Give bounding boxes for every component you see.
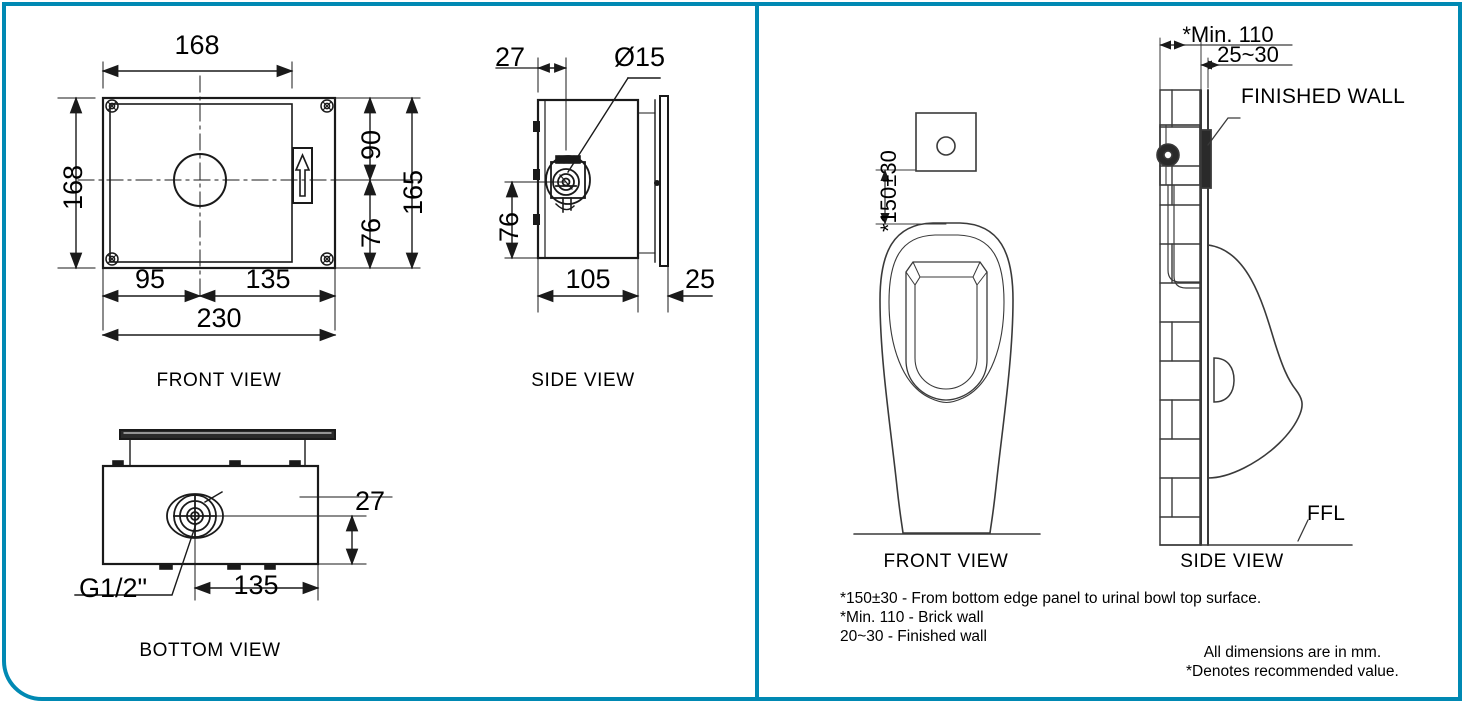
dim-label-front-bottom-right: 135 (245, 264, 291, 294)
dim-label-front-right-lower: 76 (356, 217, 386, 248)
leader-g-thread (74, 523, 197, 596)
dim-label-front-top-width: 168 (174, 30, 220, 60)
notes-block: *150±30 - From bottom edge panel to urin… (840, 589, 1261, 646)
front-view-extension-lines (57, 61, 421, 331)
footnotes-block: All dimensions are in mm. *Denotes recom… (1186, 643, 1399, 681)
bottom-view-body (101, 429, 336, 570)
dim-label-brick-wall: *Min. 110 (1182, 22, 1274, 47)
dim-label-side-plate-offset: 25 (684, 264, 716, 294)
view-label-side-left: SIDE VIEW (531, 370, 635, 391)
footnote-line: *Denotes recommended value. (1186, 663, 1399, 680)
dim-label-side-hole-diameter: Ø15 (614, 42, 666, 72)
dim-label-side-body-depth: 105 (565, 264, 611, 294)
dim-label-side-top-offset: 27 (494, 42, 526, 72)
dim-label-bottom-centre-to-edge: 135 (233, 570, 279, 600)
dim-label-panel-to-bowl: *150±30 (876, 150, 901, 232)
dim-label-front-right-total: 165 (398, 169, 428, 215)
dim-label-finished-wall-thickness: 25~30 (1217, 42, 1279, 67)
view-label-bottom-left: BOTTOM VIEW (139, 640, 281, 661)
callout-finished-wall: FINISHED WALL (1241, 85, 1406, 108)
panel-divider (755, 4, 759, 701)
note-line: *150±30 - From bottom edge panel to urin… (840, 590, 1262, 607)
front-view-dim-150 (875, 169, 947, 225)
callout-thread-size: G1/2" (79, 573, 148, 603)
footnote-line: All dimensions are in mm. (1203, 644, 1382, 661)
urinal-front-view (853, 112, 1041, 535)
leader-finished-wall (1207, 117, 1241, 146)
note-line: 20~30 - Finished wall (840, 628, 987, 645)
callout-ffl: FFL (1307, 502, 1346, 525)
dim-label-front-bottom-left: 95 (134, 264, 166, 294)
urinal-side-view (1156, 89, 1353, 546)
view-label-front-right: FRONT VIEW (883, 551, 1009, 572)
dim-label-bottom-edge-offset: 27 (354, 486, 386, 516)
side-view-top-dims (1159, 37, 1293, 91)
dim-label-side-height-centre: 76 (494, 211, 524, 242)
left-panel-geometry (57, 57, 713, 601)
note-line: *Min. 110 - Brick wall (840, 609, 984, 626)
dim-label-front-right-upper: 90 (356, 129, 386, 160)
view-label-side-right: SIDE VIEW (1180, 551, 1284, 572)
front-view-centrelines (77, 75, 361, 301)
front-view-body (101, 96, 337, 270)
view-label-front-left: FRONT VIEW (156, 370, 282, 391)
leader-dia15 (567, 77, 629, 173)
dim-label-front-left-height: 168 (58, 164, 88, 210)
side-view-body (533, 95, 669, 267)
right-panel-geometry (853, 37, 1353, 546)
dim-label-front-overall-width: 230 (196, 303, 242, 333)
